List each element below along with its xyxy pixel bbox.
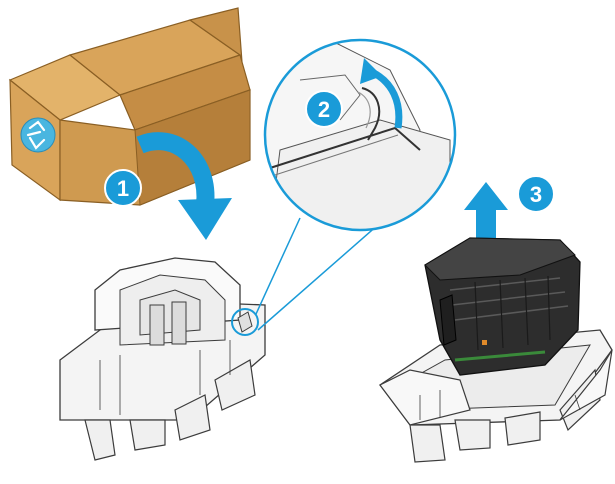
step-1-number: 1	[117, 176, 129, 201]
curved-arrow-icon	[360, 58, 403, 129]
step-2-badge: 2	[305, 90, 343, 128]
empty-tray	[59, 257, 266, 461]
tray-with-cartridge	[379, 237, 613, 463]
step-1-badge: 1	[104, 169, 142, 207]
recycle-icon	[20, 117, 56, 153]
zoom-detail	[263, 38, 457, 232]
step-3-number: 3	[530, 182, 542, 207]
zoom-connector-line	[255, 217, 301, 315]
step-2-number: 2	[318, 97, 330, 122]
curved-arrow-down-icon	[136, 132, 232, 240]
detail-marker-circle	[231, 308, 259, 336]
step-3-badge: 3	[517, 175, 555, 213]
